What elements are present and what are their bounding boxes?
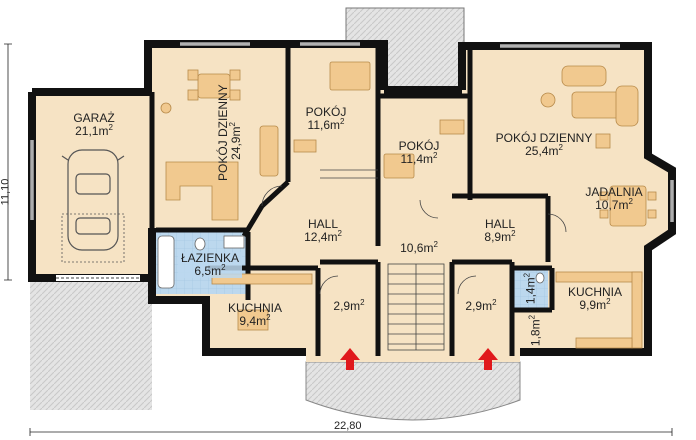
front-steps xyxy=(305,361,521,421)
furniture-kitchens xyxy=(211,271,643,349)
bathroom-label: ŁAZIENKA 6,5m2 xyxy=(178,252,242,278)
room2-label: POKÓJ 11,4m2 xyxy=(398,139,440,166)
furniture-living-right xyxy=(540,65,657,227)
living-right-label: POKÓJ DZIENNY 25,4m2 xyxy=(495,131,593,158)
vestibule-right-label: 2,9m2 xyxy=(465,298,497,313)
dimension-lines xyxy=(4,43,673,436)
dining-label: JADALNIA 10,7m2 xyxy=(585,185,643,212)
wc-label: 1,4m2 xyxy=(522,272,538,305)
total-width-label: 22,80 xyxy=(334,420,362,432)
driveway xyxy=(30,278,152,410)
furniture-living-left xyxy=(160,69,279,221)
storage-label: 1,8m2 xyxy=(527,314,543,347)
stair-hall-label: 10,6m2 xyxy=(400,240,438,255)
vestibule-left-label: 2,9m2 xyxy=(333,298,365,313)
garage-label: GARAŻ 21,1m2 xyxy=(73,111,115,138)
staircase xyxy=(320,169,445,351)
room1-label: POKÓJ 11,6m2 xyxy=(305,105,347,132)
hall-left-label: HALL 12,4m2 xyxy=(304,217,342,244)
living-left-label: POKÓJ DZIENNY 24,9m2 xyxy=(216,84,243,181)
hall-right-label: HALL 8,9m2 xyxy=(484,217,516,244)
door-swings xyxy=(261,185,567,295)
car-outline xyxy=(61,149,125,251)
furniture-room2 xyxy=(383,119,465,179)
kitchen-right-label: KUCHNIA 9,9m2 xyxy=(567,285,622,312)
interior-walls xyxy=(149,48,555,356)
entrance-arrows xyxy=(340,348,498,370)
kitchen-left-label: KUCHNIA 9,4m2 xyxy=(227,301,282,328)
furniture-room1 xyxy=(293,61,371,153)
bath-fixtures xyxy=(157,235,545,289)
total-depth-label: 11,10 xyxy=(0,178,12,206)
